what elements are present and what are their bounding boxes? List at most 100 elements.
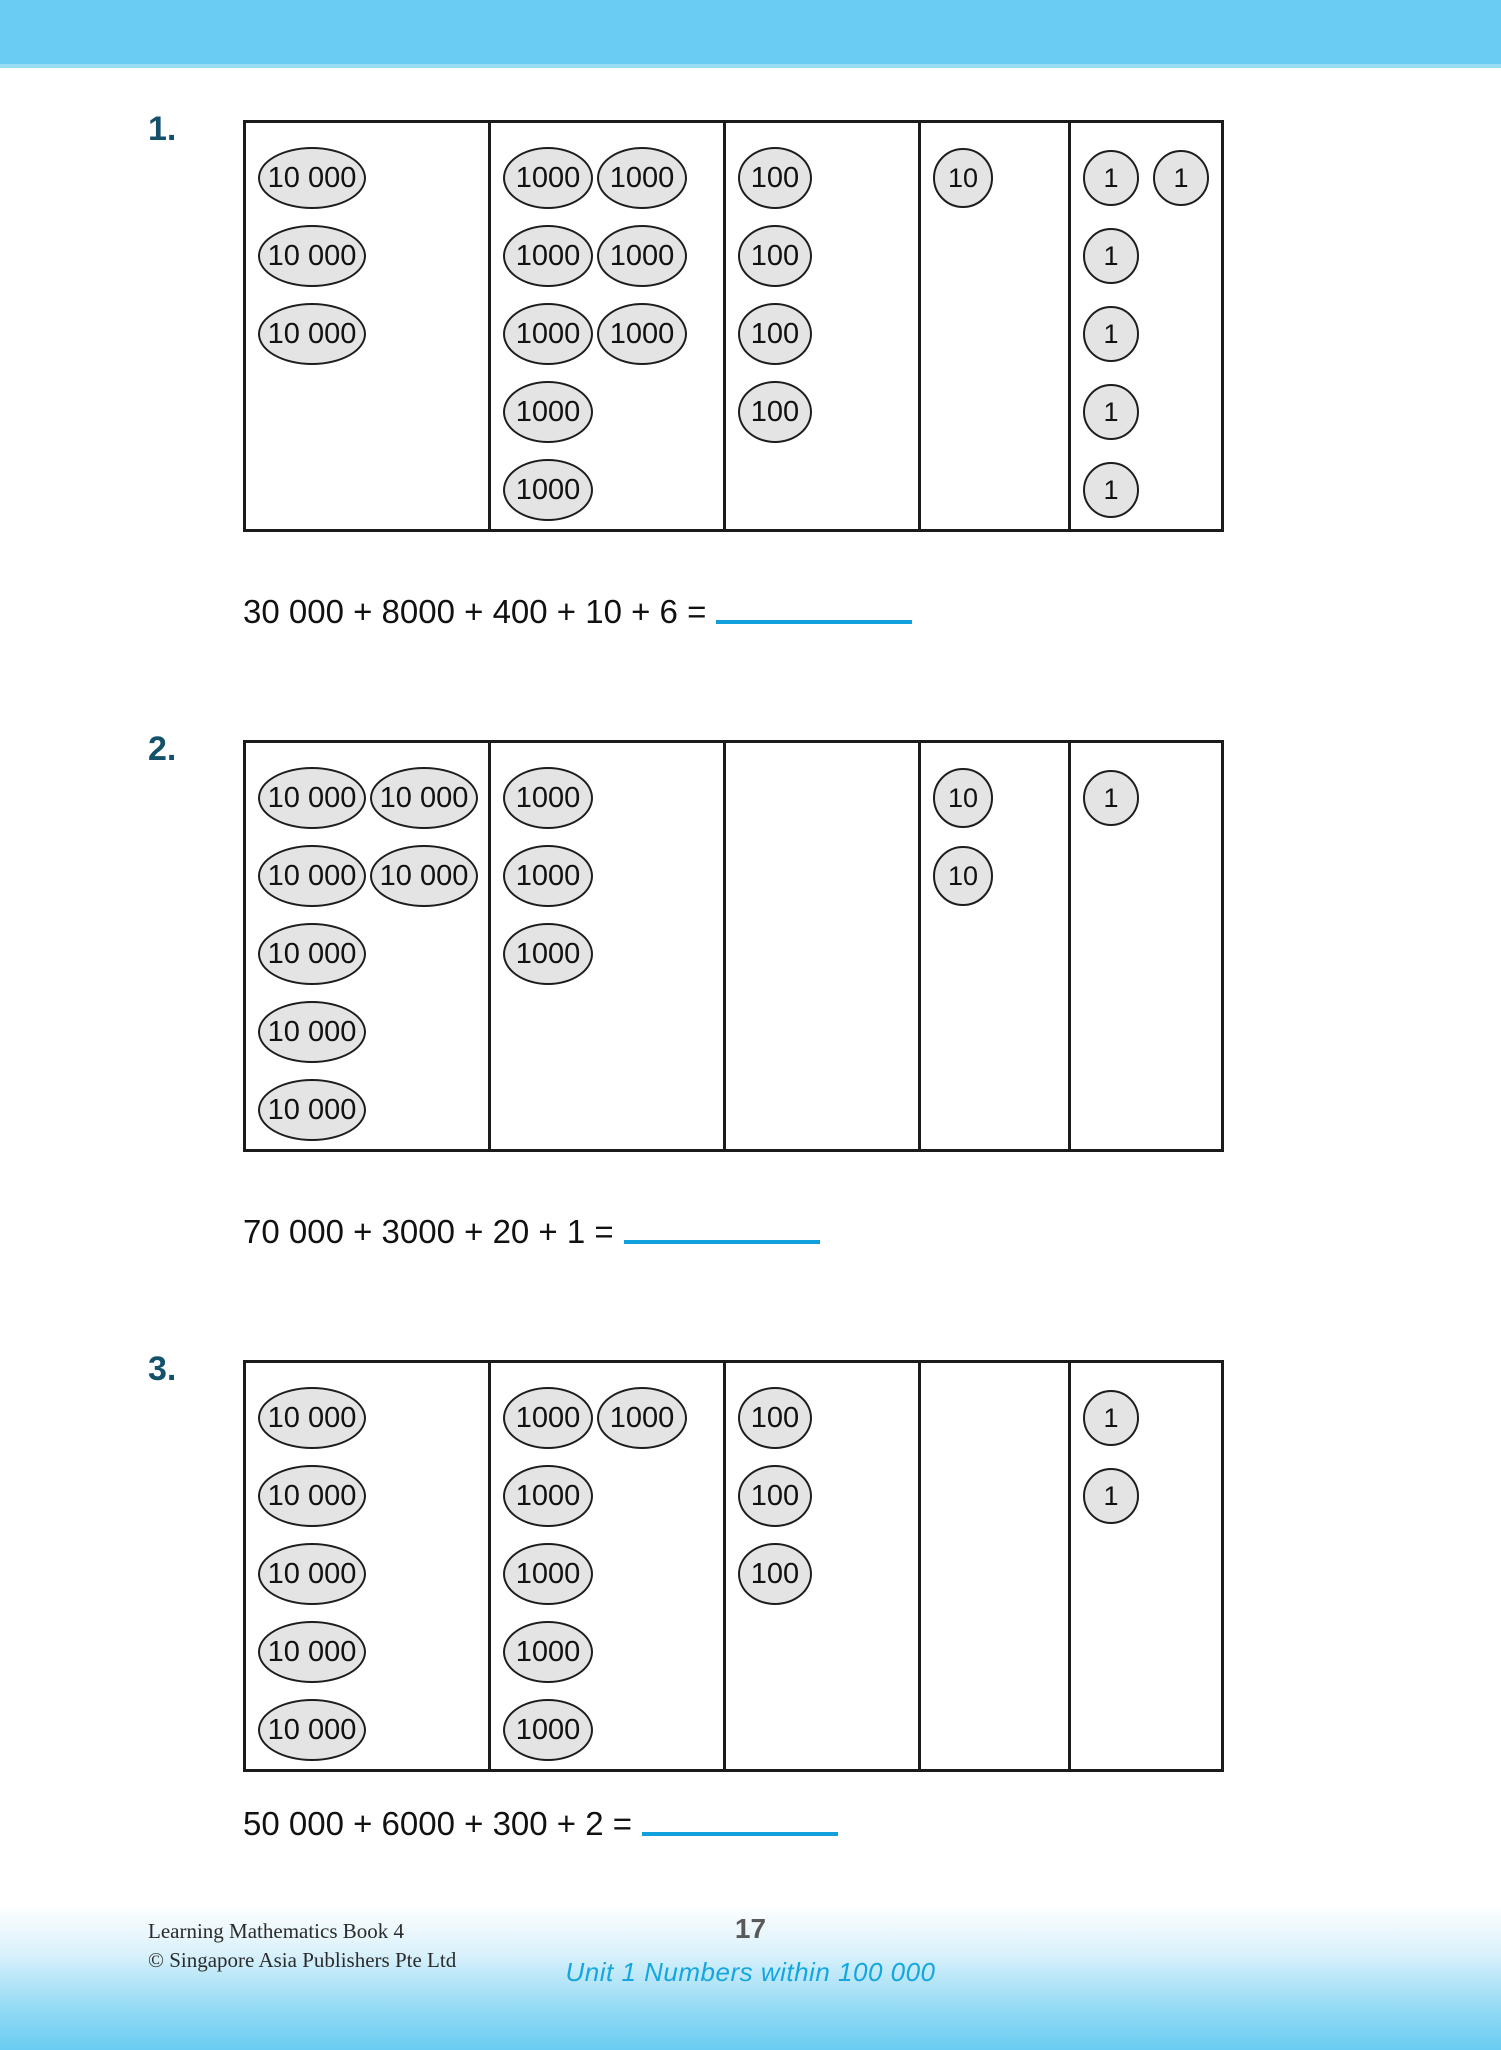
table-row: 1000	[491, 451, 723, 529]
disc-ten-thousand: 10 000	[370, 767, 478, 829]
equation-line-1: 30 000 + 8000 + 400 + 10 + 6 =	[243, 593, 913, 631]
table-row: 1000	[491, 1613, 723, 1691]
equation-line-3: 50 000 + 6000 + 300 + 2 =	[243, 1805, 839, 1843]
table-row: 10 000	[246, 217, 488, 295]
table-row: 1000	[491, 1691, 723, 1769]
disc-thousand: 1000	[503, 303, 593, 365]
problem-number: 2.	[148, 730, 177, 768]
equation-text: 50 000 + 6000 + 300 + 2 =	[243, 1805, 633, 1842]
disc-ten-thousand: 10 000	[258, 767, 366, 829]
table-row	[921, 1691, 1068, 1769]
table-row	[1071, 837, 1221, 915]
disc-hundred: 100	[738, 1465, 812, 1527]
table-row: 100	[726, 295, 918, 373]
disc-hundred: 100	[738, 225, 812, 287]
disc-ten-thousand: 10 000	[258, 147, 366, 209]
table-row	[726, 993, 918, 1071]
column-hundreds	[726, 743, 921, 1149]
table-row: 1	[1071, 1457, 1221, 1535]
table-row	[921, 295, 1068, 373]
page-footer: Learning Mathematics Book 4 © Singapore …	[0, 1885, 1501, 2050]
table-row	[726, 1071, 918, 1149]
disc-ten: 10	[933, 148, 993, 208]
table-row: 100	[726, 373, 918, 451]
table-row: 1	[1071, 373, 1221, 451]
table-row: 100	[726, 139, 918, 217]
answer-blank[interactable]	[716, 620, 913, 624]
disc-one: 1	[1083, 1468, 1139, 1524]
table-row: 1000	[491, 1457, 723, 1535]
table-row	[1071, 1613, 1221, 1691]
book-title: Learning Mathematics Book 4	[148, 1919, 405, 1943]
table-row	[726, 759, 918, 837]
bottom-decorative-band	[0, 1885, 1501, 2050]
footer-attribution: Learning Mathematics Book 4 © Singapore …	[148, 1917, 456, 1975]
table-row: 1000	[491, 915, 723, 993]
table-row: 1000	[491, 373, 723, 451]
answer-blank[interactable]	[623, 1240, 820, 1244]
table-row: 100	[726, 1379, 918, 1457]
column-ones: 1	[1071, 743, 1221, 1149]
table-row	[1071, 1691, 1221, 1769]
table-row: 1	[1071, 1379, 1221, 1457]
table-row	[921, 1535, 1068, 1613]
answer-blank[interactable]	[642, 1832, 839, 1836]
disc-ten-thousand: 10 000	[258, 1001, 366, 1063]
table-row: 10 000	[246, 1457, 488, 1535]
disc-hundred: 100	[738, 1543, 812, 1605]
disc-hundred: 100	[738, 1387, 812, 1449]
disc-one: 1	[1153, 150, 1209, 206]
table-row: 1000	[491, 1535, 723, 1613]
disc-one: 1	[1083, 384, 1139, 440]
disc-ten-thousand: 10 000	[258, 845, 366, 907]
table-row	[1071, 1535, 1221, 1613]
disc-ten-thousand: 10 000	[258, 1543, 366, 1605]
disc-thousand: 1000	[503, 767, 593, 829]
table-row	[726, 1613, 918, 1691]
disc-one: 1	[1083, 462, 1139, 518]
column-tens: 10	[921, 123, 1071, 529]
table-row: 1000	[491, 759, 723, 837]
table-row: 10 000	[246, 1535, 488, 1613]
table-row	[726, 837, 918, 915]
table-row: 10 000	[246, 1071, 488, 1149]
disc-thousand: 1000	[503, 1699, 593, 1761]
table-row	[1071, 993, 1221, 1071]
table-row	[921, 1457, 1068, 1535]
equation-text: 30 000 + 8000 + 400 + 10 + 6 =	[243, 593, 707, 630]
table-row: 1	[1071, 451, 1221, 529]
column-tens	[921, 1363, 1071, 1769]
disc-hundred: 100	[738, 381, 812, 443]
table-row: 100	[726, 217, 918, 295]
disc-thousand: 1000	[503, 147, 593, 209]
table-row: 1	[1071, 759, 1221, 837]
copyright-notice: © Singapore Asia Publishers Pte Ltd	[148, 1947, 457, 1972]
disc-one: 1	[1083, 1390, 1139, 1446]
column-ten-thousands: 10 000 10 000 10 000 10 000 10 000	[246, 1363, 491, 1769]
table-row: 10 000	[246, 295, 488, 373]
table-row	[921, 1071, 1068, 1149]
disc-ten-thousand: 10 000	[258, 923, 366, 985]
table-row	[921, 451, 1068, 529]
disc-thousand: 1000	[503, 459, 593, 521]
table-row	[921, 1379, 1068, 1457]
table-row: 10 000	[246, 1379, 488, 1457]
disc-thousand: 1000	[503, 923, 593, 985]
table-row	[491, 1071, 723, 1149]
table-row: 10 000	[246, 1613, 488, 1691]
table-row	[921, 1613, 1068, 1691]
disc-ten-thousand: 10 000	[258, 303, 366, 365]
disc-ten-thousand: 10 000	[258, 1621, 366, 1683]
column-ten-thousands: 10 000 10 000 10 000	[246, 123, 491, 529]
problem-number: 3.	[148, 1350, 177, 1388]
